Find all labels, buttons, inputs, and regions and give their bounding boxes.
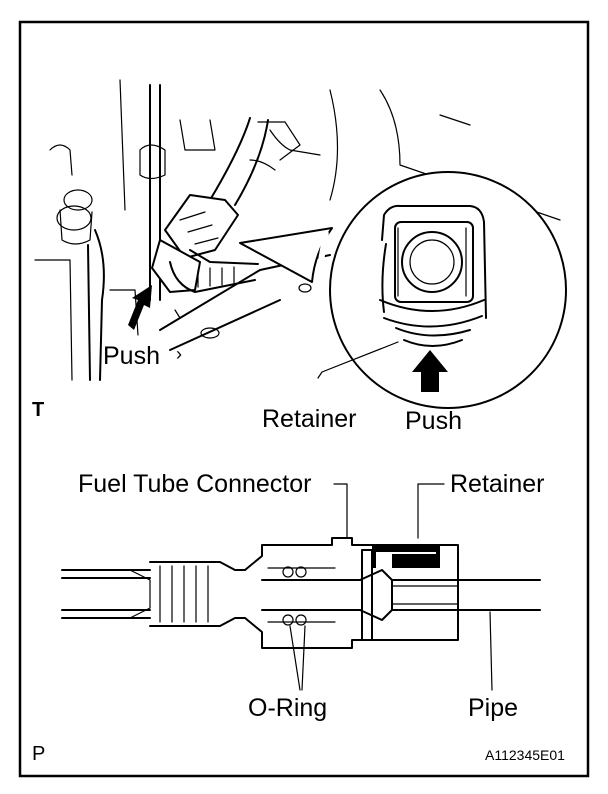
section-view-illustration: [61, 537, 541, 649]
push-arrow: [412, 350, 448, 392]
retainer-label-section: Retainer: [450, 470, 545, 498]
view-code-section: P: [32, 743, 45, 765]
push-label-left: Push: [103, 342, 160, 370]
oring-leader: [289, 625, 306, 691]
pipe-label: Pipe: [468, 694, 518, 722]
connector-leader: [333, 483, 348, 539]
svg-text:›: ›: [176, 344, 182, 364]
retainer-leader: [417, 483, 445, 539]
fuel-tube-connector-label: Fuel Tube Connector: [78, 470, 311, 498]
pipe-leader: [489, 611, 493, 691]
detail-callout: [239, 171, 567, 409]
view-code-top: T: [32, 399, 44, 421]
oring-label: O-Ring: [248, 694, 327, 722]
retainer-clip-detail: [379, 204, 487, 347]
figure-frame: [18, 20, 590, 778]
push-label-right: Push: [405, 407, 462, 435]
figure-id: A112345E01: [485, 747, 565, 763]
retainer-label-top: Retainer: [262, 405, 357, 433]
